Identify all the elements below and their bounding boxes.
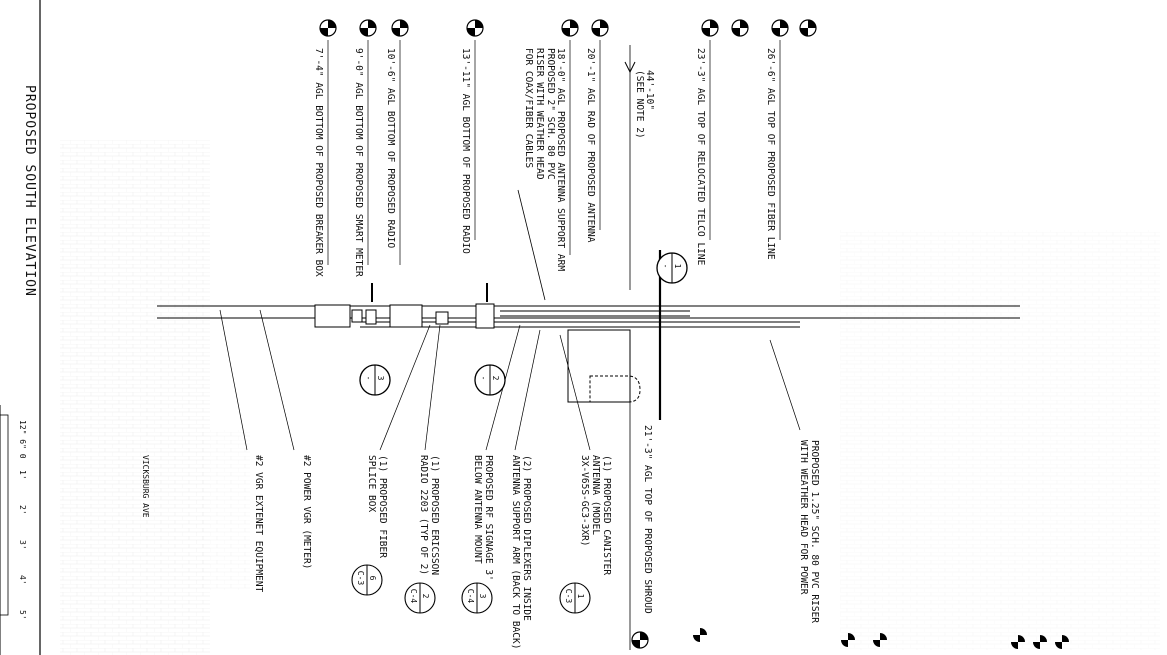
detail-reference-bubble: 6C-3 <box>351 564 383 596</box>
scale-bar <box>0 405 9 655</box>
callout-text: SPLICE BOX <box>366 455 377 512</box>
scale-label: 4' <box>18 575 27 585</box>
svg-text:-: - <box>661 264 670 269</box>
dimension-value: 44'-10" <box>644 70 655 110</box>
building-hatch-mid <box>190 430 250 590</box>
elevation-marker <box>1033 635 1047 649</box>
callout: #2 VGR EXTENET EQUIPMENT <box>219 309 264 593</box>
elevation-marker <box>359 19 377 37</box>
scale-label: 1' <box>18 470 27 480</box>
elevation-marker <box>693 628 707 642</box>
elevation-marker <box>591 19 609 37</box>
elevation-label: 10'-6" AGL BOTTOM OF PROPOSED RADIO <box>385 48 396 248</box>
svg-text:C-4: C-4 <box>409 589 418 604</box>
svg-text:-: - <box>479 376 488 381</box>
elevation-label: 26'-6" AGL TOP OF PROPOSED FIBER LINE <box>765 48 776 260</box>
svg-text:C-3: C-3 <box>564 589 573 604</box>
svg-text:-: - <box>364 376 373 381</box>
scale-label: 12" 6" 0 <box>18 420 27 459</box>
callout-text: WITH WEATHER HEAD FOR POWER <box>798 440 809 595</box>
elevation-marker <box>731 19 749 37</box>
detail-marker: 1- <box>656 252 688 284</box>
detail-reference-bubble: 3C-4 <box>461 582 493 614</box>
callout-text: (2) PROPOSED DIPLEXERS INSIDE <box>521 455 532 621</box>
scale-label: 3' <box>18 540 27 550</box>
detail-reference-bubble: 2C-4 <box>404 582 436 614</box>
elevation-label: 7'-4" AGL BOTTOM OF PROPOSED BREAKER BOX <box>313 48 324 277</box>
elevation-marker <box>631 631 649 649</box>
elevation-label: 20'-1" AGL RAD OF PROPOSED ANTENNA <box>585 48 596 243</box>
callout-text: PROPOSED RF SIGNAGE 3' <box>483 455 494 581</box>
elevation-label: 18'-0" AGL PROPOSED ANTENNA SUPPORT ARM <box>555 48 566 271</box>
svg-text:1: 1 <box>673 264 682 269</box>
detail-marker: 3- <box>359 364 391 396</box>
callout-text: (1) PROPOSED ERICSSON <box>429 455 440 575</box>
svg-text:FOR COAX/FIBER CABLES: FOR COAX/FIBER CABLES <box>523 48 534 168</box>
elevation-marker <box>391 19 409 37</box>
svg-text:3: 3 <box>376 376 385 381</box>
elevation-label: 23'-3" AGL TOP OF RELOCATED TELCO LINE <box>695 48 706 266</box>
elevation-marker <box>466 19 484 37</box>
street-label: VICKSBURG AVE <box>141 455 150 518</box>
callout-text: #2 POWER VGR (METER) <box>301 455 312 569</box>
canister-antenna <box>567 329 641 403</box>
detail-marker: 2- <box>474 364 506 396</box>
pole <box>157 305 1020 328</box>
callout-text: RADIO 2203 (TYP OF 2) <box>418 455 429 575</box>
elevation-marker <box>319 19 337 37</box>
scale-label: 5' <box>18 610 27 620</box>
elevation-label: 9'-0" AGL BOTTOM OF PROPOSED SMART METER <box>353 48 364 277</box>
svg-text:2: 2 <box>491 376 500 381</box>
elevation-label: 13'-11" AGL BOTTOM OF PROPOSED RADIO <box>460 48 471 254</box>
riser-note: PROPOSED 2" SCH. 80 PVC RISER WITH WEATH… <box>517 48 556 301</box>
elevation-marker <box>1011 635 1025 649</box>
elevation-marker <box>873 633 887 647</box>
elevation-marker <box>561 19 579 37</box>
shroud-label: 21'-3" AGL TOP OF PROPOSED SHROUD <box>642 425 653 614</box>
callout-text: ANTENNA SUPPORT ARM (BACK TO BACK) <box>510 455 521 649</box>
callout-text: #2 VGR EXTENET EQUIPMENT <box>253 455 264 593</box>
elevation-marker <box>799 19 817 37</box>
callout-text: (1) PROPOSED FIBER <box>377 455 388 558</box>
svg-text:2: 2 <box>421 594 430 599</box>
detail-reference-bubble: 1C-3 <box>559 582 591 614</box>
callout-text: (1) PROPOSED CANISTER <box>601 455 612 575</box>
svg-text:1: 1 <box>576 594 585 599</box>
svg-text:PROPOSED 2" SCH. 80 PVC: PROPOSED 2" SCH. 80 PVC <box>545 48 556 180</box>
svg-text:3: 3 <box>478 594 487 599</box>
elevation-marker <box>841 633 855 647</box>
scale-label: 2' <box>18 505 27 515</box>
pole-equipment <box>314 303 495 329</box>
svg-text:C-3: C-3 <box>356 571 365 586</box>
elevation-marker <box>1055 635 1069 649</box>
overall-dimension: 44'-10" (SEE NOTE 2) <box>624 45 655 650</box>
callout-text: 3X-V65S-GC3-3XR) <box>579 455 590 547</box>
callout-text: PROPOSED 1.25" SCH. 80 PVC RISER <box>809 440 820 623</box>
building-hatch-left <box>60 140 210 655</box>
svg-text:6: 6 <box>368 576 377 581</box>
svg-text:C-4: C-4 <box>466 589 475 604</box>
callout: #2 POWER VGR (METER) <box>259 309 312 569</box>
callout-text: ANTENNA (MODEL <box>590 455 601 535</box>
building-hatch-right <box>840 230 1160 650</box>
callout: PROPOSED RF SIGNAGE 3'BELOW ANTENNA MOUN… <box>461 324 521 614</box>
svg-text:RISER WITH WEATHER HEAD: RISER WITH WEATHER HEAD <box>534 48 545 180</box>
elevation-marker <box>701 19 719 37</box>
dimension-note: (SEE NOTE 2) <box>634 70 645 139</box>
callout-text: BELOW ANTENNA MOUNT <box>472 455 483 564</box>
drawing-title: PROPOSED SOUTH ELEVATION <box>22 85 37 297</box>
elevation-marker <box>771 19 789 37</box>
